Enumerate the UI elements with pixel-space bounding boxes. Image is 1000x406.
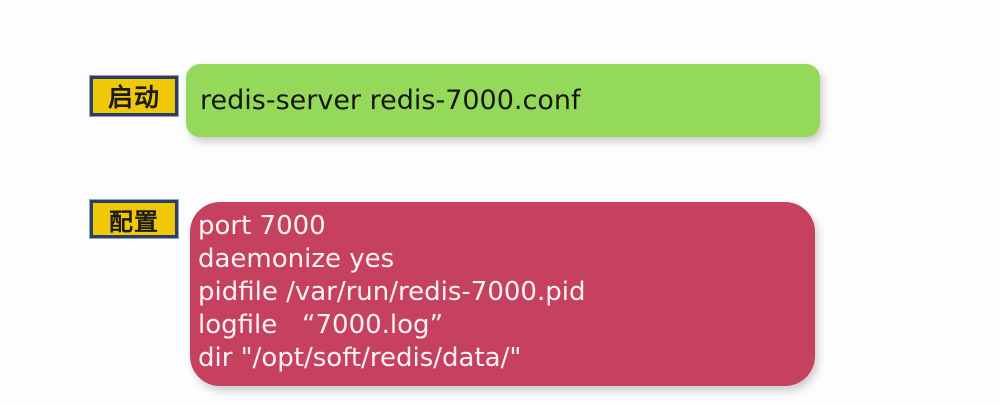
config-line: port 7000: [198, 211, 326, 241]
config-line: pidfile /var/run/redis-7000.pid: [198, 277, 586, 307]
config-panel: port 7000 daemonize yes pidfile /var/run…: [190, 202, 815, 386]
label-config-tag: 配置: [89, 199, 179, 239]
config-line: dir "/opt/soft/redis/data/": [198, 343, 522, 373]
label-start-tag: 启动: [89, 75, 179, 117]
config-line: daemonize yes: [198, 244, 395, 274]
command-text: redis-server redis-7000.conf: [200, 85, 581, 116]
config-line-list: port 7000 daemonize yes pidfile /var/run…: [198, 210, 815, 375]
config-line: logfile “7000.log”: [198, 310, 444, 340]
command-panel: redis-server redis-7000.conf: [186, 64, 820, 137]
